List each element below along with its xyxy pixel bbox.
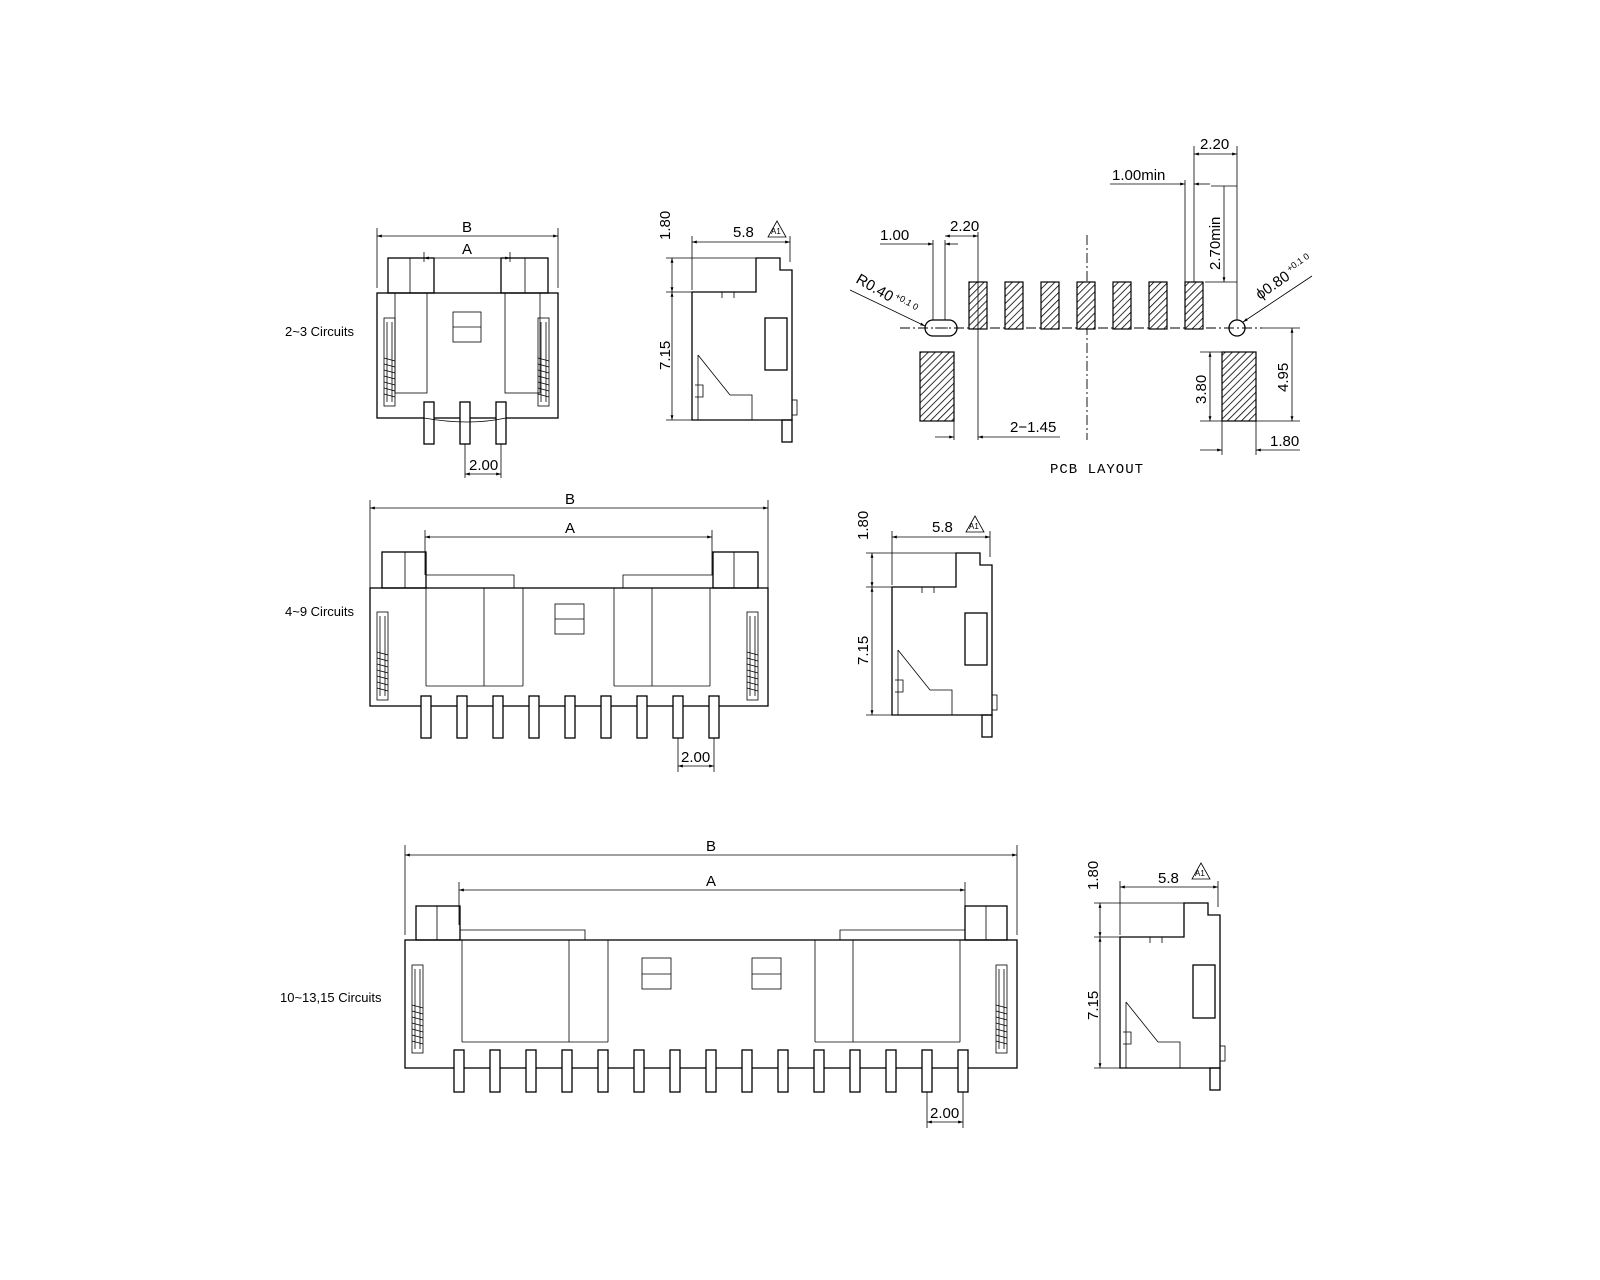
side-view-1: 1.80 5.8 A1 7.15: [657, 211, 798, 443]
pcb-dim-4-95: 4.95: [1275, 363, 1292, 392]
pcb-dim-2-70-min: 2.70min: [1207, 217, 1224, 270]
svg-text:A1: A1: [1195, 869, 1205, 878]
pcb-dim-phi: ϕ0.80 +0.1 0: [1253, 251, 1312, 303]
svg-text:+0.1 0: +0.1 0: [893, 291, 920, 312]
pcb-pad-2: [1004, 281, 1024, 330]
svg-text:A1: A1: [969, 522, 979, 531]
dim-a-2-3: A: [462, 241, 472, 258]
svg-text:+0.1 0: +0.1 0: [1285, 251, 1311, 274]
pcb-mount-pad-left: [919, 351, 955, 422]
caption-4-9: 4~9 Circuits: [285, 604, 354, 619]
svg-text:R0.40: R0.40: [853, 271, 896, 306]
svg-text:A1: A1: [771, 227, 781, 236]
pcb-slot: [924, 319, 958, 337]
pitch-10-15: 2.00: [930, 1105, 959, 1122]
pcb-dim-radius: R0.40 +0.1 0: [853, 271, 920, 312]
side-dim-top-3: 1.80: [1085, 861, 1102, 890]
pcb-dim-2-20-b: 2.20: [1200, 136, 1229, 153]
pcb-pad-6: [1148, 281, 1168, 330]
side-dim-top-1: 1.80: [657, 211, 674, 240]
caption-10-15: 10~13,15 Circuits: [280, 990, 382, 1005]
dim-a-4-9: A: [565, 520, 575, 537]
front-view-2-3: 2~3 Circuits B A 2.00: [285, 219, 559, 478]
pitch-2-3: 2.00: [469, 457, 498, 474]
revision-mark-3: A1: [1191, 862, 1211, 880]
revision-mark-2: A1: [965, 515, 985, 533]
pcb-layout: 1.00 2.20 1.00min 2.20 2.70min R0.40 +0.…: [849, 136, 1313, 478]
side-dim-width-2: 5.8: [932, 519, 953, 536]
pcb-pad-7: [1184, 281, 1204, 330]
pcb-dim-2-1-45: 2−1.45: [1010, 419, 1056, 436]
side-dim-height-3: 7.15: [1085, 991, 1102, 1020]
pcb-dim-1-80: 1.80: [1270, 433, 1299, 450]
pcb-dim-3-80: 3.80: [1193, 375, 1210, 404]
side-view-2: 1.80 5.8 A1 7.15: [855, 511, 998, 738]
pcb-mount-pad-right: [1221, 351, 1257, 422]
dim-b-2-3: B: [462, 219, 472, 236]
side-dim-top-2: 1.80: [855, 511, 872, 540]
pcb-pad-4: [1076, 281, 1096, 330]
pcb-dim-1-00-min: 1.00min: [1112, 167, 1165, 184]
side-view-3: 1.80 5.8 A1 7.15: [1085, 861, 1226, 1091]
caption-2-3: 2~3 Circuits: [285, 324, 354, 339]
dim-b-10-15: B: [706, 838, 716, 855]
pins-10-15: [453, 1049, 969, 1093]
dim-a-10-15: A: [706, 873, 716, 890]
pitch-4-9: 2.00: [681, 749, 710, 766]
dim-b-4-9: B: [565, 491, 575, 508]
svg-text:ϕ0.80: ϕ0.80: [1253, 268, 1294, 303]
pcb-pad-3: [1040, 281, 1060, 330]
pcb-layout-title: PCB LAYOUT: [1050, 462, 1144, 478]
revision-mark-1: A1: [767, 220, 787, 238]
side-dim-height-2: 7.15: [855, 636, 872, 665]
front-view-10-15: 10~13,15 Circuits B A: [280, 838, 1018, 1128]
side-dim-height-1: 7.15: [657, 341, 674, 370]
pins-4-9: [420, 695, 720, 739]
side-dim-width-1: 5.8: [733, 224, 754, 241]
side-dim-width-3: 5.8: [1158, 870, 1179, 887]
pcb-pad-5: [1112, 281, 1132, 330]
front-view-4-9: 4~9 Circuits B A: [285, 491, 769, 772]
pcb-dim-2-20-a: 2.20: [950, 218, 979, 235]
pcb-dim-1-00: 1.00: [880, 227, 909, 244]
